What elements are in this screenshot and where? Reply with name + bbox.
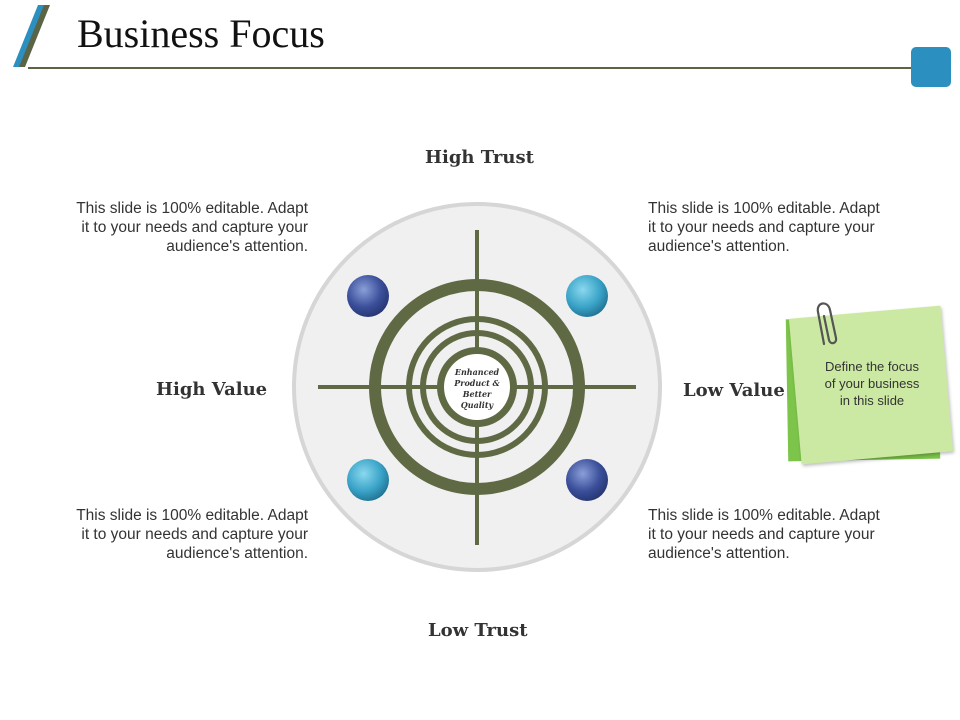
quadrant-dot-bottom-left — [347, 459, 389, 501]
quadrant-dot-top-right — [566, 275, 608, 317]
description-bottom-right: This slide is 100% editable. Adapt it to… — [648, 507, 880, 562]
quadrant-dot-top-left — [347, 275, 389, 317]
page-title: Business Focus — [77, 11, 325, 56]
paperclip-icon — [816, 302, 838, 346]
axis-label-low-trust: Low Trust — [428, 620, 528, 641]
description-top-right: This slide is 100% editable. Adapt it to… — [648, 200, 880, 255]
title-underline — [28, 67, 916, 69]
axis-label-high-trust: High Trust — [425, 147, 534, 168]
svg-text:Enhanced: Enhanced — [454, 367, 500, 377]
target-ring-1 — [369, 279, 585, 495]
center-label: Enhanced Product & Better Quality — [453, 367, 500, 410]
title-slash-decoration — [13, 5, 50, 67]
target-ring-2 — [406, 316, 548, 458]
description-top-left: This slide is 100% editable. Adapt it to… — [76, 200, 308, 255]
svg-text:Better: Better — [462, 389, 492, 399]
axis-label-low-value: Low Value — [683, 380, 785, 401]
svg-text:Quality: Quality — [461, 400, 495, 410]
description-bottom-left: This slide is 100% editable. Adapt it to… — [76, 507, 308, 562]
corner-accent-square — [911, 47, 951, 87]
target-ring-3 — [420, 330, 534, 444]
target-center — [444, 354, 510, 420]
sticky-note-text: Define the focus of your business in thi… — [824, 359, 920, 408]
svg-text:Product &: Product & — [453, 378, 500, 388]
quadrant-dot-bottom-right — [566, 459, 608, 501]
axis-label-high-value: High Value — [156, 379, 268, 400]
